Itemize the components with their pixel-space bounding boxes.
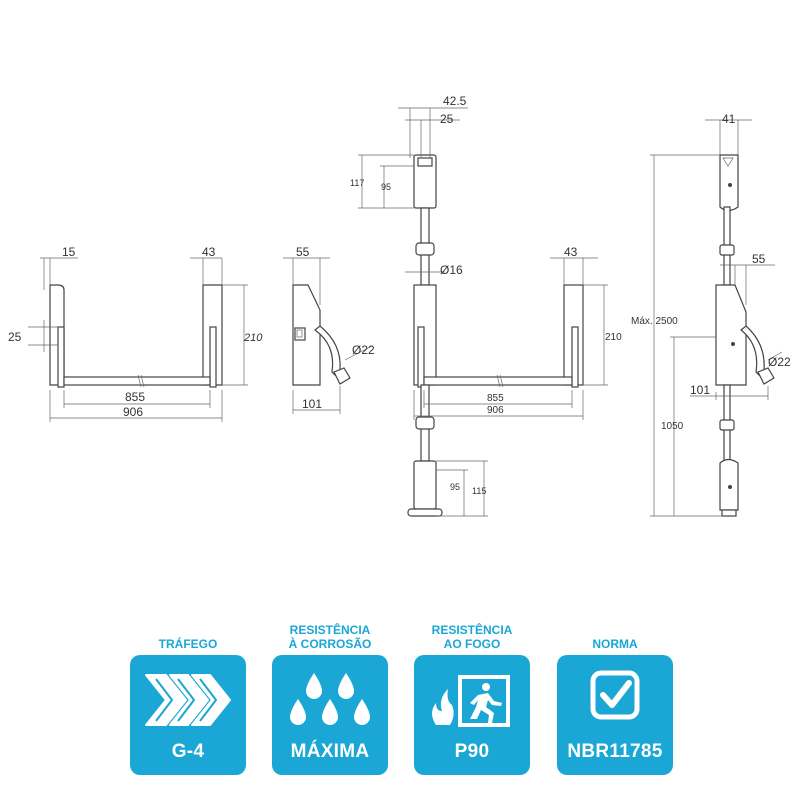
badge-label: RESISTÊNCIA AO FOGO xyxy=(412,605,532,651)
dim-41: 41 xyxy=(722,112,736,126)
dim-855-left: 855 xyxy=(125,390,145,404)
badge-card: MÁXIMA xyxy=(272,655,388,775)
dim-855-right: 855 xyxy=(487,393,504,404)
dim-117: 117 xyxy=(350,178,364,188)
dim-115: 115 xyxy=(472,486,486,496)
dim-25-left: 25 xyxy=(8,330,22,344)
badge-label: TRÁFEGO xyxy=(128,605,248,651)
view-side-full xyxy=(650,119,783,517)
dim-906-left: 906 xyxy=(123,405,143,419)
badge-label-line: AO FOGO xyxy=(443,637,501,651)
badge-fogo: RESISTÊNCIA AO FOGO P90 xyxy=(412,605,532,775)
dim-906-right: 906 xyxy=(487,405,504,416)
dim-1050: 1050 xyxy=(661,421,684,432)
badge-card: P90 xyxy=(414,655,530,775)
dim-42-5: 42.5 xyxy=(443,94,467,108)
dim-55-right: 55 xyxy=(752,252,766,266)
dim-25-top: 25 xyxy=(440,112,454,126)
badge-value: NBR11785 xyxy=(567,741,663,762)
dim-22-right: Ø22 xyxy=(768,355,791,369)
dim-55-side: 55 xyxy=(296,245,310,259)
badge-value: G-4 xyxy=(171,741,205,762)
dim-43-left: 43 xyxy=(202,245,216,259)
view-side xyxy=(283,257,373,414)
chevrons-icon xyxy=(145,674,231,726)
badge-label-line: TRÁFEGO xyxy=(158,637,218,651)
dim-101-right: 101 xyxy=(690,383,710,397)
badge-label-line: NORMA xyxy=(592,637,638,651)
badge-label-line: RESISTÊNCIA xyxy=(431,623,513,637)
view-front-rods xyxy=(358,107,608,517)
dim-22-left: Ø22 xyxy=(352,343,375,357)
badge-label-line: RESISTÊNCIA xyxy=(289,623,371,637)
dim-210-right: 210 xyxy=(605,332,622,343)
dim-101-left: 101 xyxy=(302,397,322,411)
dim-210-left: 210 xyxy=(243,332,263,344)
dim-max-2500: Máx. 2500 xyxy=(631,316,678,327)
dim-16: Ø16 xyxy=(440,263,463,277)
dim-95-top: 95 xyxy=(381,182,391,192)
checkbox-icon xyxy=(590,670,640,720)
badge-label-line: À CORROSÃO xyxy=(288,637,372,651)
badge-label: NORMA xyxy=(555,605,675,651)
dim-95-bottom: 95 xyxy=(450,482,460,492)
badge-value: MÁXIMA xyxy=(290,741,370,762)
fire-exit-icon xyxy=(432,675,510,727)
dim-43-right: 43 xyxy=(564,245,578,259)
badge-corrosao: RESISTÊNCIA À CORROSÃO MÁXIMA xyxy=(270,605,390,775)
dim-15: 15 xyxy=(62,245,76,259)
water-drops-icon xyxy=(290,673,370,725)
view-front-single xyxy=(28,257,248,422)
badge-label: RESISTÊNCIA À CORROSÃO xyxy=(270,605,390,651)
badge-card: G-4 xyxy=(130,655,246,775)
badge-card: NBR11785 xyxy=(557,655,673,775)
badge-norma: NORMA NBR11785 xyxy=(555,605,675,775)
badge-value: P90 xyxy=(454,741,490,762)
technical-drawing: 15 43 25 210 855 906 55 Ø22 101 xyxy=(8,94,791,517)
badge-trafego: TRÁFEGO G-4 xyxy=(128,605,248,775)
